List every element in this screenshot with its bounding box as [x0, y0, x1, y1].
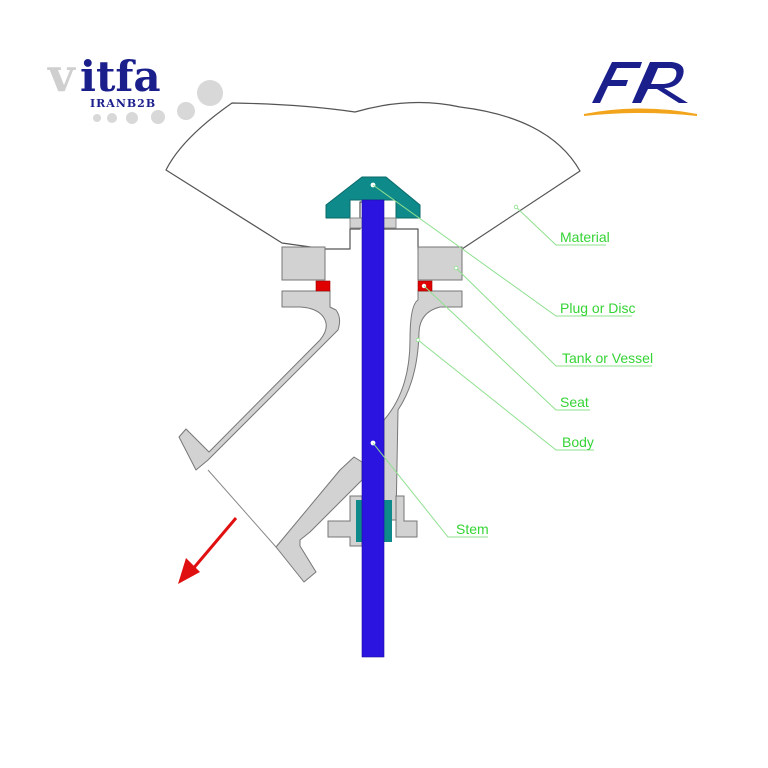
fr-logo-letter-r: [632, 62, 688, 103]
valve-body-right-lower: [383, 290, 463, 521]
stem-packing-right: [384, 500, 392, 542]
outlet-branch: [275, 456, 363, 583]
arrow-down-left-icon: [178, 517, 238, 584]
tank-marker: [453, 265, 459, 271]
logo-dot: [197, 80, 223, 106]
leader-plug: [372, 184, 632, 317]
valve-seat-left: [315, 280, 331, 292]
leader-stem: [372, 442, 488, 538]
logo-letter-v: v: [47, 48, 76, 102]
logo-subtitle: IRANB2B: [90, 97, 156, 110]
label-stem: Stem: [456, 521, 489, 537]
valve-body-left-lower: [178, 290, 341, 471]
body-marker: [415, 337, 421, 343]
fr-logo: [583, 62, 698, 116]
label-plug-or-disc: Plug or Disc: [560, 300, 635, 316]
outlet-outline: [207, 469, 277, 548]
vitfa-logo: v itfa IRANB2B: [47, 48, 223, 124]
material-marker: [513, 204, 519, 210]
leader-body: [417, 339, 594, 451]
valve-body-right: [417, 246, 463, 281]
valve-body-left: [281, 246, 326, 281]
fr-logo-letter-f: [592, 62, 642, 103]
logo-brand-text: itfa: [80, 52, 161, 101]
fr-logo-swoosh: [583, 108, 698, 116]
logo-dot: [177, 102, 195, 120]
leader-seat: [423, 285, 590, 411]
stem-packing-left: [356, 500, 366, 542]
logo-dot: [107, 113, 117, 123]
logo-dot: [126, 112, 138, 124]
logo-dot: [151, 110, 165, 124]
leader-material: [515, 206, 606, 246]
label-material: Material: [560, 229, 610, 245]
label-seat: Seat: [560, 394, 589, 410]
leader-lines: [372, 184, 652, 538]
label-tank-or-vessel: Tank or Vessel: [562, 350, 653, 366]
logo-dot: [93, 114, 101, 122]
leader-tank: [455, 267, 652, 367]
valve-stem: [361, 199, 385, 658]
label-body: Body: [562, 434, 594, 450]
